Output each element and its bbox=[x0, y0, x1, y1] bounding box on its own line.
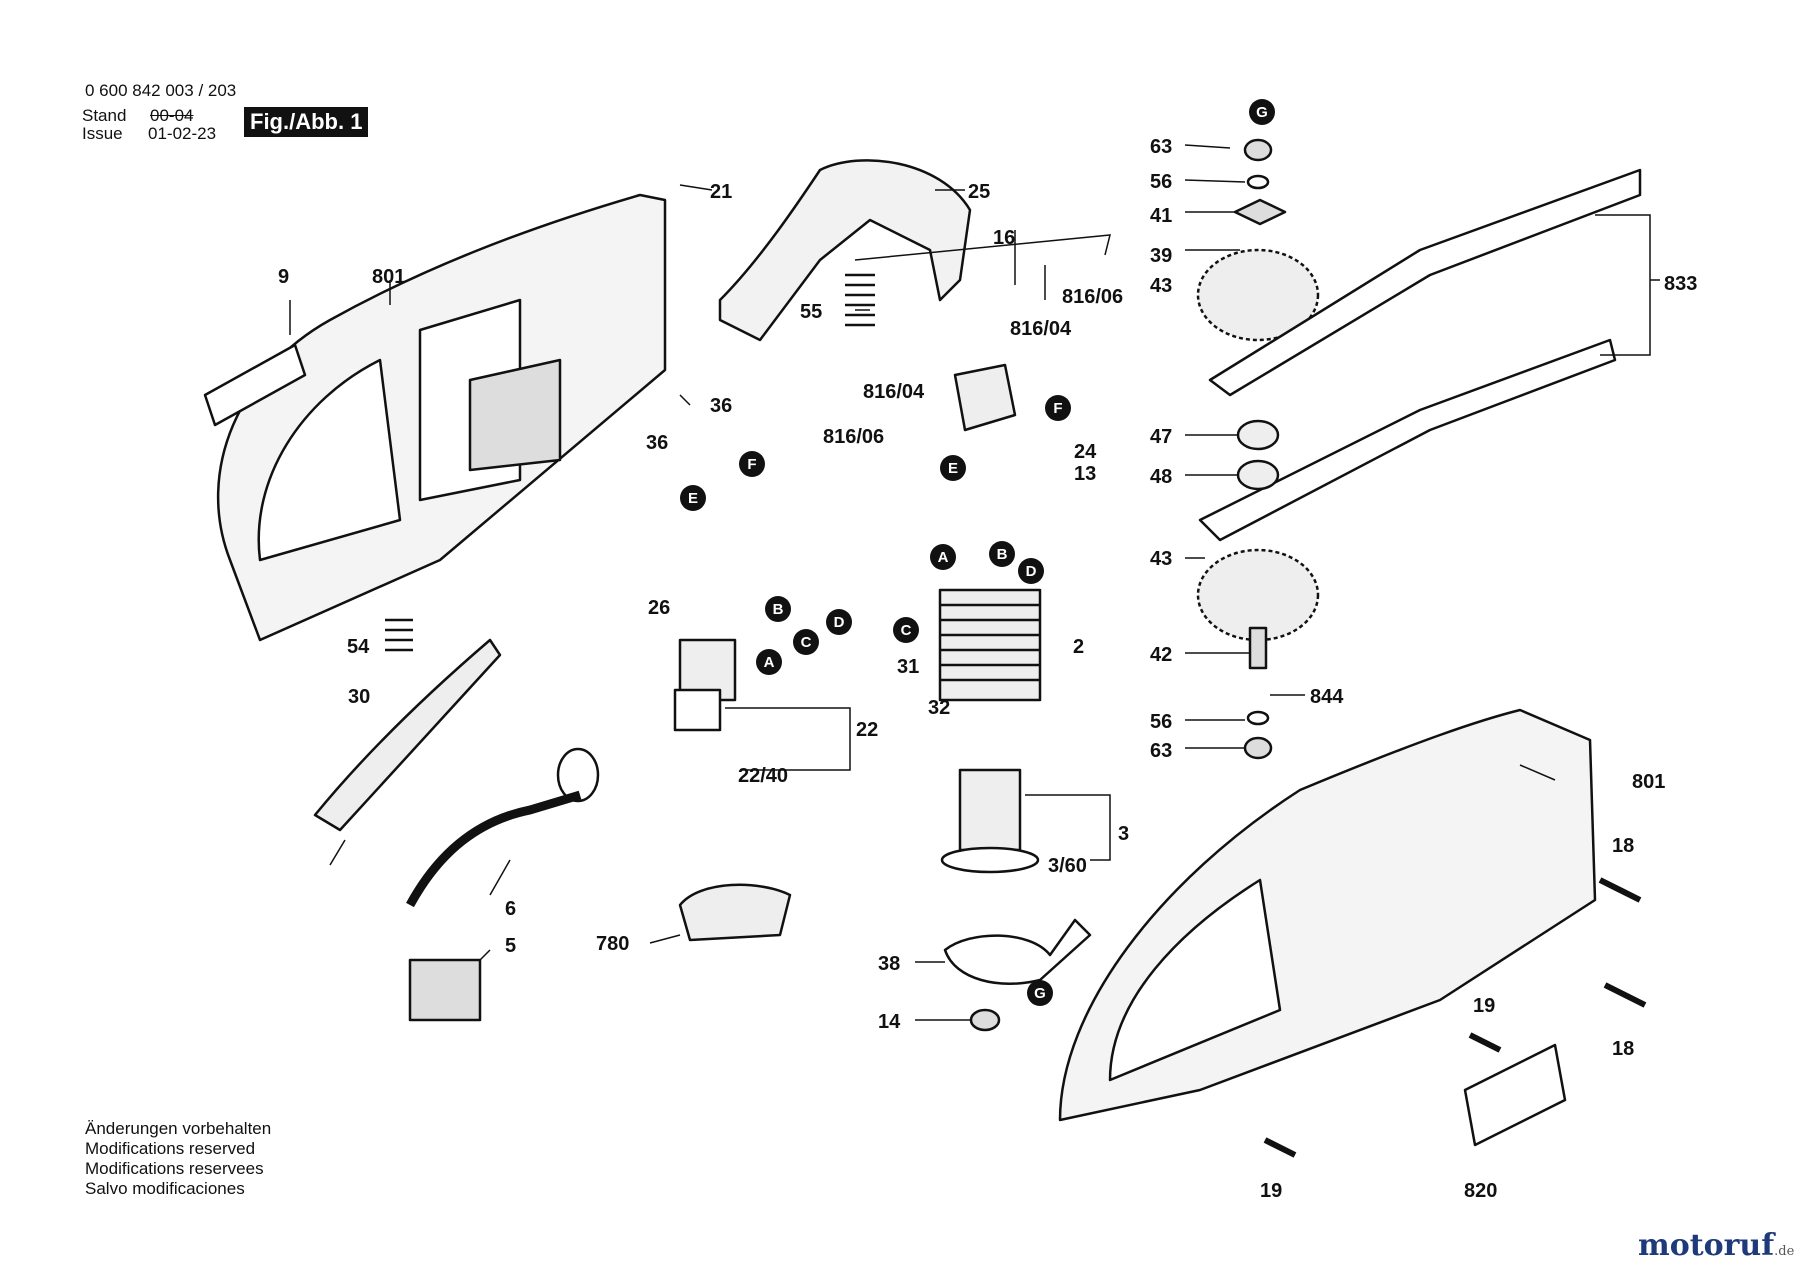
part-label-816-04-left: 816/04 bbox=[863, 381, 925, 403]
connector-label-g-top: G bbox=[1256, 104, 1268, 121]
connector-label-a-wire: A bbox=[764, 654, 775, 671]
site-logo[interactable]: motoruf.de bbox=[1638, 1228, 1794, 1263]
stand-label: Stand bbox=[82, 106, 127, 125]
note-de: Änderungen vorbehalten bbox=[85, 1119, 272, 1138]
part-label-9: 9 bbox=[278, 266, 289, 288]
connector-label-b-wire: B bbox=[773, 601, 784, 618]
connector-label-c-wire: C bbox=[801, 634, 812, 651]
part-label-24: 24 bbox=[1074, 441, 1097, 463]
part-label-801-left: 801 bbox=[372, 266, 405, 288]
part-label-6: 6 bbox=[505, 898, 516, 920]
gear-lower-shape bbox=[1196, 548, 1320, 642]
part-label-54: 54 bbox=[347, 636, 370, 658]
part-label-22: 22 bbox=[856, 719, 878, 741]
part-label-816-06-top: 816/06 bbox=[1062, 286, 1123, 308]
part-label-43-upper: 43 bbox=[1150, 275, 1172, 297]
part-label-42: 42 bbox=[1150, 644, 1172, 666]
part-label-25: 25 bbox=[968, 181, 990, 203]
part-label-47: 47 bbox=[1150, 426, 1172, 448]
part-number: 0 600 842 003 / 203 bbox=[85, 81, 237, 100]
part-label-833: 833 bbox=[1664, 273, 1697, 295]
part-label-38: 38 bbox=[878, 953, 900, 975]
part-label-36-lower: 36 bbox=[646, 432, 668, 454]
connector-label-f-wire: F bbox=[747, 456, 756, 473]
part-label-26: 26 bbox=[648, 597, 670, 619]
field-coil-shape bbox=[938, 588, 1042, 702]
connector-label-g-plate: G bbox=[1034, 985, 1046, 1002]
note-es: Salvo modificaciones bbox=[85, 1179, 245, 1198]
figure-label: Fig./Abb. 1 bbox=[244, 107, 369, 137]
part-label-5: 5 bbox=[505, 935, 516, 957]
armature-shape bbox=[958, 768, 1022, 852]
part-label-22-40: 22/40 bbox=[738, 765, 788, 787]
blade-upper-shape bbox=[1208, 168, 1642, 397]
part-label-19-bottom: 19 bbox=[1260, 1180, 1282, 1202]
part-label-13: 13 bbox=[1074, 463, 1096, 485]
connector-label-a-coil: A bbox=[938, 549, 949, 566]
note-fr: Modifications reservees bbox=[85, 1159, 264, 1178]
part-label-31: 31 bbox=[897, 656, 919, 678]
part-label-41: 41 bbox=[1150, 205, 1172, 227]
handle-shape bbox=[718, 159, 972, 342]
part-label-2: 2 bbox=[1073, 636, 1084, 658]
connector-label-e-wire: E bbox=[688, 490, 698, 507]
bracket-shape bbox=[313, 638, 502, 832]
part-label-16: 16 bbox=[993, 227, 1015, 249]
part-label-63-top: 63 bbox=[1150, 136, 1172, 158]
part-label-3: 3 bbox=[1118, 823, 1129, 845]
part-label-816-04-top: 816/04 bbox=[1010, 318, 1072, 340]
connector-label-b-coil: B bbox=[997, 546, 1008, 563]
part-label-18-lower: 18 bbox=[1612, 1038, 1634, 1060]
part-label-56-bottom: 56 bbox=[1150, 711, 1172, 733]
part-label-780: 780 bbox=[596, 933, 629, 955]
part-label-18-upper: 18 bbox=[1612, 835, 1634, 857]
part-label-801-right: 801 bbox=[1632, 771, 1665, 793]
part-label-63-bottom: 63 bbox=[1150, 740, 1172, 762]
issue-value: 01-02-23 bbox=[148, 124, 217, 143]
part-label-21: 21 bbox=[710, 181, 732, 203]
logo-name: motoruf bbox=[1638, 1228, 1775, 1263]
part-label-55: 55 bbox=[800, 301, 822, 323]
part-label-14: 14 bbox=[878, 1011, 901, 1033]
connector-label-d-wire: D bbox=[834, 614, 845, 631]
blade-lower-shape bbox=[1198, 338, 1617, 542]
part-label-19-right: 19 bbox=[1473, 995, 1495, 1017]
part-label-36-upper: 36 bbox=[710, 395, 732, 417]
stand-value: 00-04 bbox=[150, 106, 194, 125]
part-label-3-60: 3/60 bbox=[1048, 855, 1087, 877]
gear-upper-shape bbox=[1196, 248, 1320, 342]
connector-label-c-coil: C bbox=[901, 622, 912, 639]
connector-label-e-switch: E bbox=[948, 460, 958, 477]
part-label-820: 820 bbox=[1464, 1180, 1497, 1202]
connector-label-d-coil: D bbox=[1026, 563, 1037, 580]
part-label-816-06-left: 816/06 bbox=[823, 426, 884, 448]
modifications-notes: Änderungen vorbehalten Modifications res… bbox=[85, 1119, 271, 1199]
part-label-39: 39 bbox=[1150, 245, 1172, 267]
cable-shape bbox=[406, 790, 582, 908]
part-label-30: 30 bbox=[348, 686, 370, 708]
note-en: Modifications reserved bbox=[85, 1139, 256, 1158]
part-label-844: 844 bbox=[1310, 686, 1344, 708]
part-label-43-lower: 43 bbox=[1150, 548, 1172, 570]
issue-label: Issue bbox=[82, 124, 123, 143]
logo-tld: .de bbox=[1774, 1244, 1795, 1259]
part-label-32: 32 bbox=[928, 697, 950, 719]
part-label-48: 48 bbox=[1150, 466, 1172, 488]
connector-label-f-switch: F bbox=[1053, 400, 1062, 417]
part-label-56-top: 56 bbox=[1150, 171, 1172, 193]
